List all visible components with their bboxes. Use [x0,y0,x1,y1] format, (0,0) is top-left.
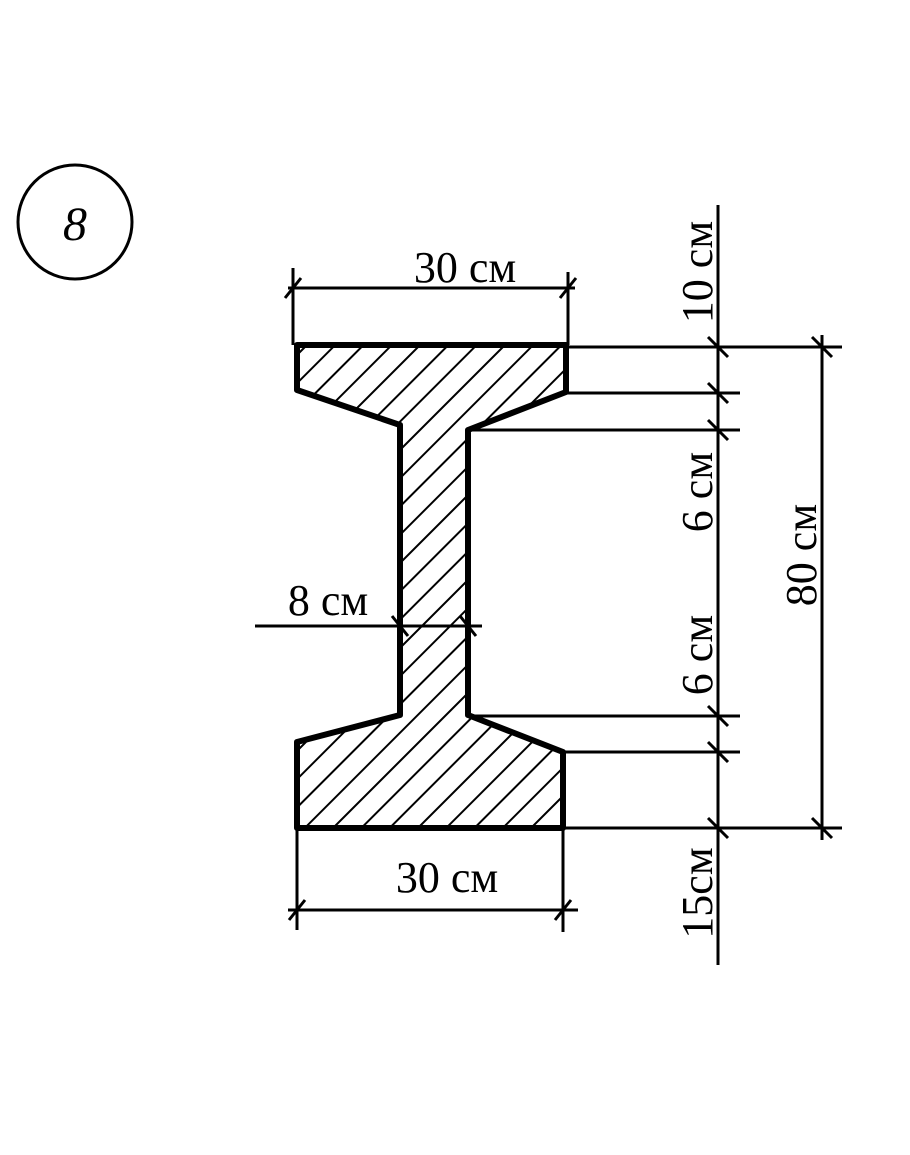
top-width-label: 30 см [414,243,516,292]
total-height-label: 80 см [777,504,826,606]
web-width-label: 8 см [288,576,368,625]
dimension-lines [255,205,842,965]
top-haunch-label: 6 см [673,452,722,532]
figure-number: 8 [63,198,87,251]
bottom-width-label: 30 см [396,853,498,902]
top-flange-thickness-label: 10 см [673,221,722,323]
figure-number-badge: 8 [16,163,134,281]
bottom-haunch-label: 6 см [673,615,722,695]
bottom-flange-thickness-label: 15см [673,847,722,938]
